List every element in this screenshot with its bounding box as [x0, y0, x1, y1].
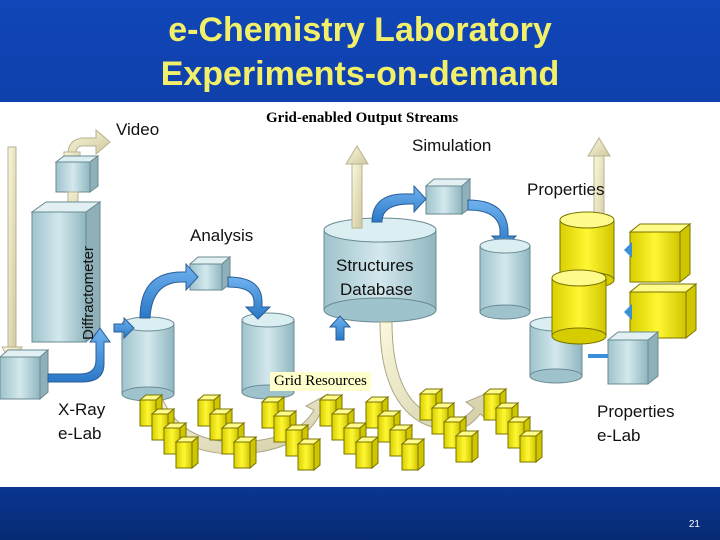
- grid-block: [297, 443, 315, 471]
- simulation-label: Simulation: [412, 136, 492, 155]
- grid-block-side: [249, 435, 257, 470]
- title-line-1: e-Chemistry Laboratory: [168, 11, 552, 49]
- video-label: Video: [116, 120, 160, 139]
- yellow-database-cylinders: [551, 211, 615, 345]
- diagram-artwork: [0, 128, 698, 472]
- slide-title: e-Chemistry Laboratory Experiments-on-de…: [0, 8, 720, 96]
- analysis-arrows: [113, 262, 272, 340]
- simulation-box: [424, 177, 472, 215]
- properties-label: Properties: [527, 180, 605, 199]
- structures-label: Structures: [336, 256, 414, 275]
- analysis-label: Analysis: [190, 226, 254, 245]
- diffractometer-box: [30, 201, 102, 344]
- diffractometer-label: Diffractometer: [80, 246, 97, 340]
- properties-cylinder-1: [479, 238, 531, 320]
- analysis-box: [188, 255, 232, 291]
- yellow-boxes-right: [624, 222, 698, 340]
- grid-block: [175, 441, 193, 469]
- properties-up-arrow: [587, 137, 611, 253]
- grid-block-side: [313, 437, 321, 472]
- grid-block: [233, 441, 251, 469]
- grid-block-side: [371, 435, 379, 470]
- grid-resources-label: Grid Resources: [270, 372, 371, 391]
- grid-block-side: [191, 435, 199, 470]
- title-line-2: Experiments-on-demand: [160, 55, 560, 93]
- xray-label-line2: e-Lab: [58, 424, 102, 443]
- grid-block: [455, 435, 473, 463]
- footer-strip: 21: [0, 487, 720, 540]
- grid-block: [519, 435, 537, 463]
- output-streams-label: Grid-enabled Output Streams: [266, 110, 459, 126]
- grid-block-side: [535, 429, 543, 464]
- properties-elab-line1: Properties: [597, 402, 675, 421]
- xray-label-line1: X-Ray: [58, 400, 106, 419]
- simulation-up-arrow: [345, 145, 369, 229]
- properties-elab-box: [588, 330, 660, 386]
- analysis-cylinder-1: [121, 316, 175, 402]
- grid-block: [355, 441, 373, 469]
- grid-block: [401, 443, 419, 471]
- grid-block-side: [471, 429, 479, 464]
- left-down-arrow: [1, 146, 23, 365]
- xray-box: [0, 327, 111, 401]
- page-number: 21: [688, 519, 700, 530]
- grid-resource-blocks: [138, 387, 544, 472]
- database-label: Database: [340, 280, 413, 299]
- diagram-panel: Grid-enabled Output Streams Video Simula…: [0, 102, 720, 487]
- grid-block-side: [417, 437, 425, 472]
- properties-elab-line2: e-Lab: [597, 426, 641, 445]
